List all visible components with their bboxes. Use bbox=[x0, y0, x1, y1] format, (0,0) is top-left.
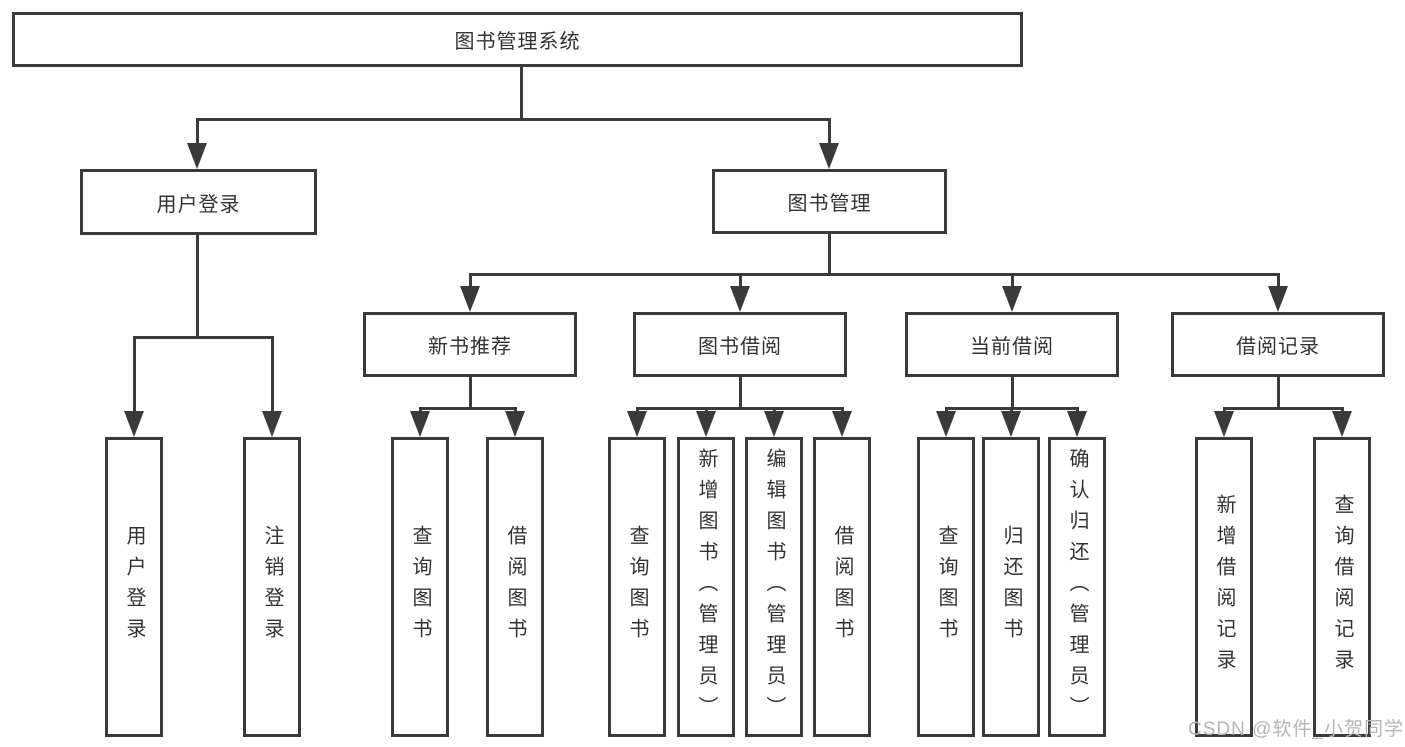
leaf-borrow-add-books-admin: 新增图书（管理员） bbox=[677, 437, 735, 737]
connector-line bbox=[636, 407, 844, 410]
node-book-management: 图书管理 bbox=[712, 169, 947, 234]
arrow-down-icon bbox=[696, 411, 716, 437]
arrow-down-icon bbox=[1067, 411, 1087, 437]
node-user-login-label: 用户登录 bbox=[156, 193, 241, 216]
node-current-borrowing-label: 当前借阅 bbox=[970, 336, 1054, 358]
leaf-logout-label: 注销登录 bbox=[261, 525, 283, 649]
arrow-down-icon bbox=[1268, 286, 1288, 312]
connector-line bbox=[196, 118, 831, 121]
connector-line bbox=[469, 376, 472, 409]
connector-line bbox=[196, 234, 199, 339]
node-current-borrowing: 当前借阅 bbox=[905, 312, 1119, 377]
leaf-logout: 注销登录 bbox=[243, 437, 301, 737]
arrow-down-icon bbox=[936, 411, 956, 437]
leaf-records-query-record-label: 查询借阅记录 bbox=[1331, 494, 1353, 680]
arrow-down-icon bbox=[187, 143, 207, 169]
arrow-down-icon bbox=[1001, 411, 1021, 437]
arrow-down-icon bbox=[505, 411, 525, 437]
connector-line bbox=[828, 118, 831, 150]
leaf-recommend-borrow-books-label: 借阅图书 bbox=[504, 525, 526, 649]
connector-line bbox=[828, 233, 831, 275]
arrow-down-icon bbox=[730, 286, 750, 312]
node-new-book-recommend-label: 新书推荐 bbox=[428, 336, 512, 358]
connector-line bbox=[520, 65, 523, 120]
connector-line bbox=[133, 336, 136, 416]
leaf-borrow-borrow-books: 借阅图书 bbox=[813, 437, 871, 737]
arrow-down-icon bbox=[832, 411, 852, 437]
connector-line bbox=[1277, 273, 1280, 291]
connector-line bbox=[739, 273, 742, 291]
arrow-down-icon bbox=[410, 411, 430, 437]
leaf-user-login: 用户登录 bbox=[105, 437, 163, 737]
leaf-current-query-books: 查询图书 bbox=[917, 437, 975, 737]
leaf-borrow-edit-books-admin: 编辑图书（管理员） bbox=[745, 437, 803, 737]
node-book-borrowing: 图书借阅 bbox=[633, 312, 847, 377]
connector-line bbox=[419, 407, 517, 410]
leaf-borrow-add-books-admin-label: 新增图书（管理员） bbox=[695, 447, 717, 727]
connector-line bbox=[739, 376, 742, 409]
leaf-records-add-record: 新增借阅记录 bbox=[1195, 437, 1253, 737]
arrow-down-icon bbox=[1332, 411, 1352, 437]
arrow-down-icon bbox=[1002, 286, 1022, 312]
csdn-watermark: CSDN @软件_小贺同学 bbox=[1188, 719, 1404, 740]
node-borrowing-records-label: 借阅记录 bbox=[1236, 336, 1320, 358]
connector-line bbox=[469, 273, 1280, 276]
root-node: 图书管理系统 bbox=[12, 12, 1023, 67]
node-book-management-label: 图书管理 bbox=[787, 193, 872, 215]
connector-line bbox=[196, 118, 199, 150]
leaf-recommend-borrow-books: 借阅图书 bbox=[486, 437, 544, 737]
leaf-recommend-query-books-label: 查询图书 bbox=[409, 525, 431, 649]
leaf-current-confirm-return-admin-label: 确认归还（管理员） bbox=[1066, 447, 1088, 727]
leaf-borrow-borrow-books-label: 借阅图书 bbox=[831, 525, 853, 649]
arrow-down-icon bbox=[460, 286, 480, 312]
leaf-current-return-books: 归还图书 bbox=[982, 437, 1040, 737]
arrow-down-icon bbox=[124, 411, 144, 437]
leaf-borrow-edit-books-admin-label: 编辑图书（管理员） bbox=[763, 447, 785, 727]
leaf-borrow-query-books: 查询图书 bbox=[608, 437, 666, 737]
leaf-records-query-record: 查询借阅记录 bbox=[1313, 437, 1371, 737]
node-borrowing-records: 借阅记录 bbox=[1171, 312, 1385, 377]
connector-line bbox=[1011, 273, 1014, 291]
root-node-label: 图书管理系统 bbox=[454, 31, 581, 53]
connector-line bbox=[271, 336, 274, 416]
leaf-recommend-query-books: 查询图书 bbox=[391, 437, 449, 737]
connector-line bbox=[1011, 376, 1014, 409]
arrow-down-icon bbox=[627, 411, 647, 437]
leaf-current-query-books-label: 查询图书 bbox=[935, 525, 957, 649]
leaf-current-confirm-return-admin: 确认归还（管理员） bbox=[1048, 437, 1106, 737]
connector-line bbox=[1223, 407, 1344, 410]
leaf-current-return-books-label: 归还图书 bbox=[1000, 525, 1022, 649]
leaf-borrow-query-books-label: 查询图书 bbox=[626, 525, 648, 649]
node-new-book-recommend: 新书推荐 bbox=[363, 312, 577, 377]
connector-line bbox=[133, 336, 274, 339]
arrow-down-icon bbox=[819, 143, 839, 169]
connector-line bbox=[1277, 376, 1280, 409]
arrow-down-icon bbox=[1214, 411, 1234, 437]
connector-line bbox=[469, 273, 472, 291]
leaf-records-add-record-label: 新增借阅记录 bbox=[1213, 494, 1235, 680]
node-user-login: 用户登录 bbox=[80, 169, 317, 235]
node-book-borrowing-label: 图书借阅 bbox=[698, 336, 782, 358]
leaf-user-login-label: 用户登录 bbox=[123, 525, 145, 649]
arrow-down-icon bbox=[262, 411, 282, 437]
arrow-down-icon bbox=[764, 411, 784, 437]
